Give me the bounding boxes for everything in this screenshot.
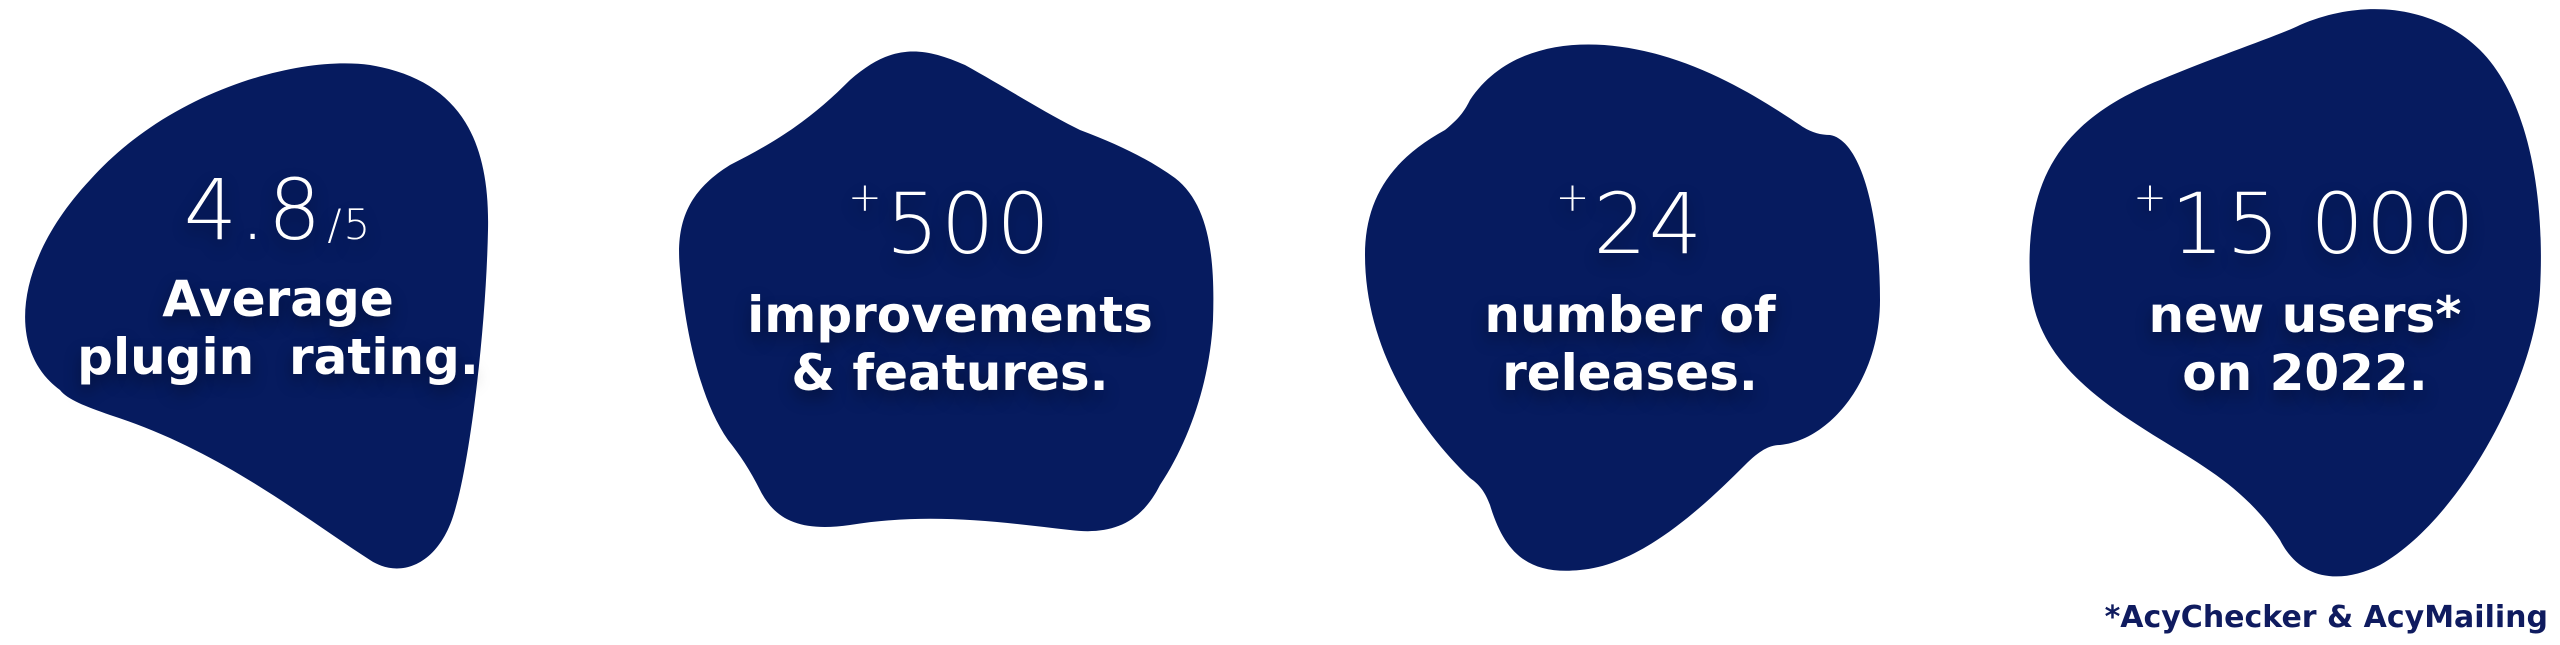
stat-improvements-value: +500	[700, 178, 1200, 266]
blob-3	[1365, 44, 1880, 571]
stat-releases-number: 24	[1593, 175, 1705, 273]
stat-new-users-label: new users* on 2022.	[2045, 286, 2560, 402]
stat-rating-number: 4.8	[183, 161, 324, 259]
blob-1	[25, 63, 489, 569]
stat-rating-value: 4.8/5	[68, 168, 488, 252]
stat-rating-suffix: /5	[327, 200, 373, 249]
stat-improvements: +500 improvements & features.	[700, 178, 1200, 402]
stat-improvements-prefix: +	[848, 175, 884, 221]
blob-4	[2029, 9, 2541, 577]
stat-new-users-label-line2: on 2022.	[2182, 344, 2428, 402]
stat-releases: +24 number of releases.	[1380, 178, 1880, 402]
stat-new-users-prefix: +	[2133, 175, 2169, 221]
stat-new-users-value: +15 000	[2045, 178, 2560, 266]
stat-releases-label: number of releases.	[1380, 286, 1880, 402]
stat-releases-label-line2: releases.	[1502, 344, 1758, 402]
stat-releases-prefix: +	[1555, 175, 1592, 221]
stat-releases-label-line1: number of	[1484, 286, 1776, 344]
stat-improvements-label: improvements & features.	[700, 286, 1200, 402]
stat-improvements-number: 500	[885, 175, 1052, 273]
stat-releases-value: +24	[1380, 178, 1880, 266]
stat-rating-label-line2: plugin rating.	[77, 328, 479, 386]
stat-rating-label: Average plugin rating.	[68, 270, 488, 386]
stat-new-users-number: 15 000	[2170, 175, 2477, 273]
stat-rating: 4.8/5 Average plugin rating.	[68, 168, 488, 386]
stat-improvements-label-line2: & features.	[791, 344, 1109, 402]
stat-improvements-label-line1: improvements	[747, 286, 1153, 344]
stat-new-users: +15 000 new users* on 2022.	[2045, 178, 2560, 402]
footnote: *AcyChecker & AcyMailing	[2104, 600, 2548, 635]
stat-new-users-label-line1: new users*	[2148, 286, 2462, 344]
blob-2	[679, 51, 1214, 532]
stat-rating-label-line1: Average	[162, 270, 394, 328]
